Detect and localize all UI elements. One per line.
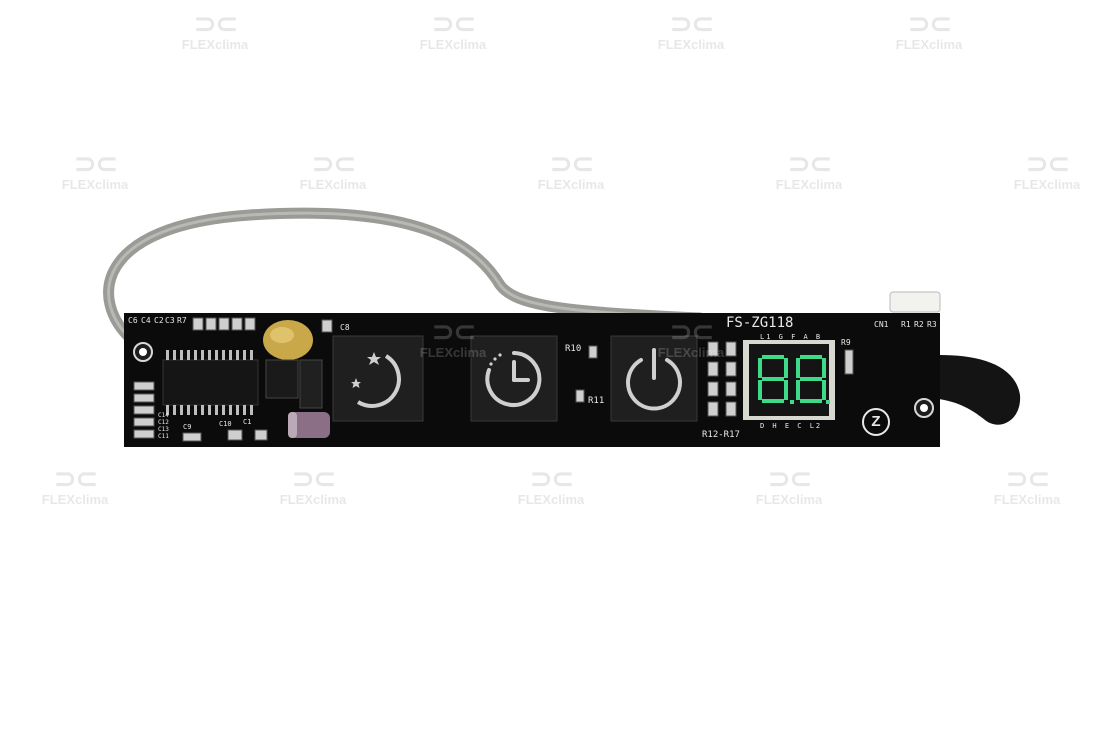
- label-r7: R7: [177, 316, 187, 325]
- board-model-label: FS-ZG118: [726, 315, 794, 331]
- label-r1: R1: [901, 320, 911, 329]
- label-c6: C6: [128, 316, 138, 325]
- watermark: ⊃⊂FLEXclima: [181, 7, 249, 52]
- label-c9: C9: [183, 423, 192, 431]
- label-c8: C8: [340, 323, 350, 332]
- clock-icon: [485, 351, 542, 407]
- watermark: ⊃⊂FLEXclima: [517, 462, 585, 507]
- label-c10: C10: [219, 420, 232, 428]
- watermark: ⊃⊂FLEXclima: [537, 147, 605, 192]
- label-c3: C3: [165, 316, 175, 325]
- ic-chip: [162, 359, 259, 406]
- display-bottom-labels: D H E C L2: [760, 422, 823, 430]
- label-r10: R10: [565, 344, 582, 354]
- display-top-labels: L1 G F A B: [760, 333, 823, 341]
- watermark: ⊃⊂FLEXclima: [41, 462, 109, 507]
- watermark: ⊃⊂FLEXclima: [775, 147, 843, 192]
- label-c12: C12: [158, 419, 169, 426]
- label-c11: C11: [158, 433, 169, 440]
- watermark: ⊃⊂FLEXclima: [657, 7, 725, 52]
- watermark: ⊃⊂FLEXclima: [993, 462, 1061, 507]
- watermark: ⊃⊂FLEXclima: [279, 462, 347, 507]
- label-r12-r17: R12-R17: [702, 430, 740, 440]
- label-cn1: CN1: [874, 320, 889, 329]
- label-c14: C14: [158, 412, 169, 419]
- label-r11: R11: [588, 396, 605, 406]
- watermark: ⊃⊂FLEXclima: [1013, 147, 1081, 192]
- power-icon: [626, 348, 682, 411]
- watermark: ⊃⊂FLEXclima: [755, 462, 823, 507]
- watermark: ⊃⊂FLEXclima: [419, 7, 487, 52]
- watermark: ⊃⊂FLEXclima: [419, 315, 487, 360]
- label-r2: R2: [914, 320, 924, 329]
- label-c4: C4: [141, 316, 151, 325]
- watermark: ⊃⊂FLEXclima: [895, 7, 963, 52]
- watermark: ⊃⊂FLEXclima: [299, 147, 367, 192]
- label-c1: C1: [243, 418, 252, 426]
- watermark: ⊃⊂FLEXclima: [657, 315, 725, 360]
- brand-logo: Z: [862, 408, 890, 436]
- label-r3: R3: [927, 320, 937, 329]
- display-digits: [758, 355, 830, 404]
- capacitor: [288, 412, 330, 438]
- moon-stars-icon: [351, 352, 401, 408]
- watermark: ⊃⊂FLEXclima: [61, 147, 129, 192]
- label-r9: R9: [841, 338, 851, 347]
- white-connector: [889, 291, 941, 313]
- label-c13: C13: [158, 426, 169, 433]
- label-c2: C2: [154, 316, 164, 325]
- black-sleeve: [930, 355, 1021, 425]
